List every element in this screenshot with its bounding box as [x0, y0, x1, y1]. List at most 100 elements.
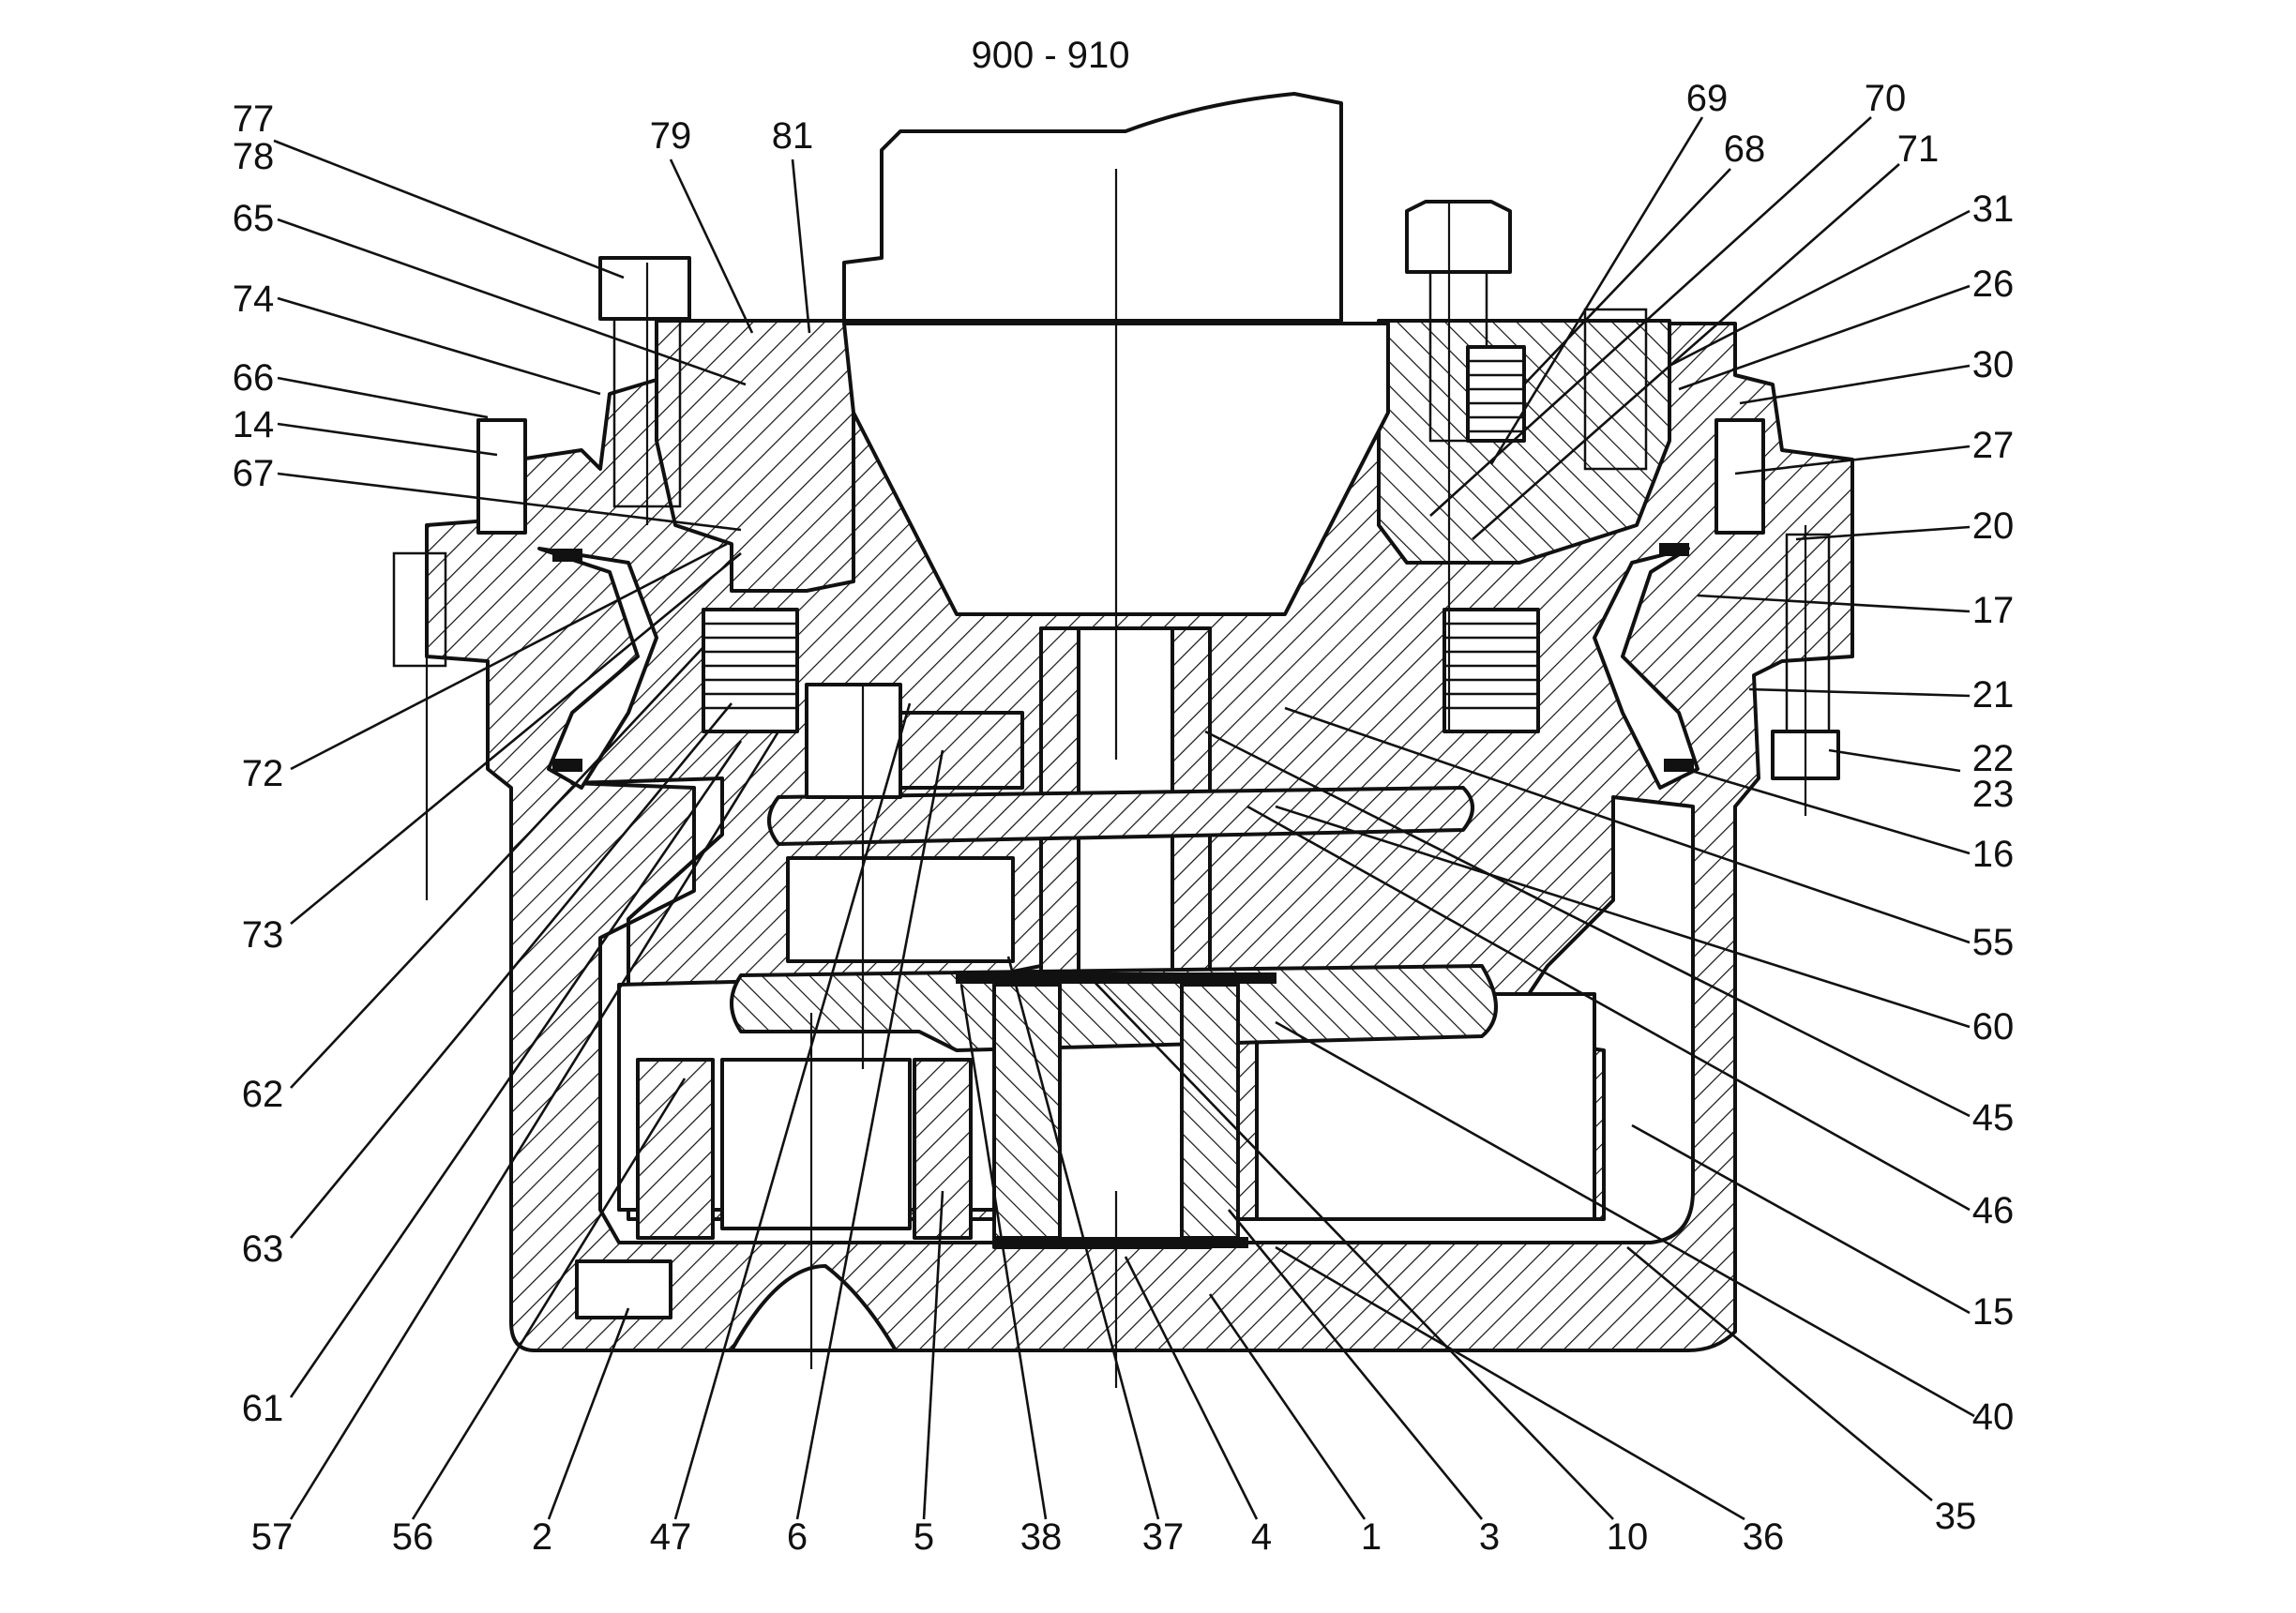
side-bore-left [392, 551, 447, 668]
callout-38: 38 [1020, 1516, 1063, 1558]
base-cutout [730, 1264, 898, 1352]
leader-17 [1697, 594, 1971, 613]
leader-2 [547, 1307, 630, 1520]
callout-68: 68 [1724, 128, 1766, 170]
side-bolt-right-shank [1785, 533, 1831, 733]
callout-40: 40 [1972, 1396, 2015, 1438]
leader-60 [1275, 805, 1971, 1029]
planet-gear-lower [720, 1058, 912, 1230]
leader-56 [411, 1078, 687, 1520]
callout-labels: 900 - 910 77 78 65 74 66 14 67 72 73 62 … [233, 35, 2015, 1558]
leader-81 [791, 158, 811, 334]
right-flange-bore [1583, 308, 1648, 471]
callout-57: 57 [251, 1516, 294, 1558]
planet-gear-upper [786, 856, 1015, 963]
bearings-and-discs [476, 345, 1765, 790]
leader-20 [1795, 525, 1971, 541]
slewing-bearing-left [537, 547, 658, 790]
leader-67 [277, 472, 742, 532]
callout-4: 4 [1251, 1516, 1272, 1558]
callout-16: 16 [1972, 834, 2015, 875]
gear-train [392, 533, 1840, 1319]
callout-1: 1 [1361, 1516, 1382, 1558]
leader-lines [273, 116, 1975, 1521]
leader-45 [1204, 730, 1971, 1118]
callout-55: 55 [1972, 922, 2015, 963]
leader-4 [1124, 1256, 1259, 1520]
callout-35: 35 [1935, 1496, 1977, 1537]
leader-22-23 [1828, 748, 1961, 773]
callout-26: 26 [1972, 264, 2015, 305]
leader-57 [289, 731, 780, 1520]
callout-74: 74 [233, 279, 275, 320]
leader-6 [795, 749, 944, 1520]
top-bolt-left-head [598, 256, 691, 321]
leader-30 [1739, 364, 1971, 405]
leader-26 [1678, 284, 1971, 391]
leader-55 [1284, 706, 1971, 944]
outer-seal-left [476, 418, 527, 535]
callout-47: 47 [650, 1516, 692, 1558]
callout-2: 2 [532, 1516, 552, 1558]
leader-36 [1275, 1245, 1745, 1521]
callout-79: 79 [650, 115, 692, 157]
seal-lip-left-top [552, 549, 582, 562]
callout-15: 15 [1972, 1291, 2015, 1333]
disc-pack-right [1443, 608, 1540, 733]
callout-37: 37 [1142, 1516, 1185, 1558]
callout-6: 6 [787, 1516, 808, 1558]
callout-27: 27 [1972, 425, 2015, 466]
planet-carrier-upper [767, 786, 1474, 846]
callout-56: 56 [392, 1516, 434, 1558]
callout-23: 23 [1972, 774, 2015, 815]
leader-10 [1087, 974, 1614, 1520]
leader-70 [1429, 116, 1872, 517]
leader-1 [1208, 1293, 1367, 1520]
centre-lines [425, 169, 1807, 1388]
title-label: 900 - 910 [971, 35, 1129, 76]
leader-72 [290, 542, 728, 771]
leader-27 [1734, 445, 1971, 475]
callout-31: 31 [1972, 188, 2015, 230]
callout-3: 3 [1479, 1516, 1500, 1558]
callout-61: 61 [242, 1388, 284, 1429]
bearing-cage-lower-left [636, 1058, 715, 1240]
spring-stack-top-right [1466, 345, 1526, 443]
leader-14 [277, 422, 498, 457]
motor-flange-outline [842, 92, 1343, 323]
leader-71 [1472, 163, 1900, 540]
leader-62 [290, 646, 704, 1089]
callout-69: 69 [1686, 78, 1729, 119]
spacer-plate [956, 972, 1276, 984]
callout-36: 36 [1743, 1516, 1785, 1558]
leader-66 [277, 376, 489, 419]
callout-65: 65 [233, 198, 275, 239]
leader-40 [1275, 1020, 1975, 1418]
callout-63: 63 [242, 1229, 284, 1270]
callout-78: 78 [233, 136, 275, 177]
leader-16 [1669, 762, 1971, 855]
disc-pack-left [702, 608, 799, 733]
leader-38 [959, 984, 1048, 1520]
leader-68 [1523, 168, 1731, 385]
callout-30: 30 [1972, 344, 2015, 385]
drain-plug [575, 1259, 672, 1319]
output-bushing-right [1180, 983, 1240, 1240]
housing-inner-cavity [570, 776, 1695, 1244]
leader-74 [277, 296, 601, 396]
callout-5: 5 [914, 1516, 934, 1558]
planet-pin-upper [805, 683, 902, 799]
leader-35 [1626, 1246, 1933, 1501]
outer-seal-right [1714, 418, 1765, 535]
leader-73 [290, 551, 742, 926]
leader-61 [289, 740, 743, 1398]
leader-5 [922, 1190, 944, 1520]
seal-lip-left-bottom [552, 759, 582, 772]
callout-14: 14 [233, 404, 275, 445]
leader-46 [1246, 805, 1971, 1212]
leader-77-78 [273, 139, 625, 279]
callout-67: 67 [233, 453, 275, 494]
slewing-bearing-right [1593, 547, 1699, 790]
callout-62: 62 [242, 1074, 284, 1115]
